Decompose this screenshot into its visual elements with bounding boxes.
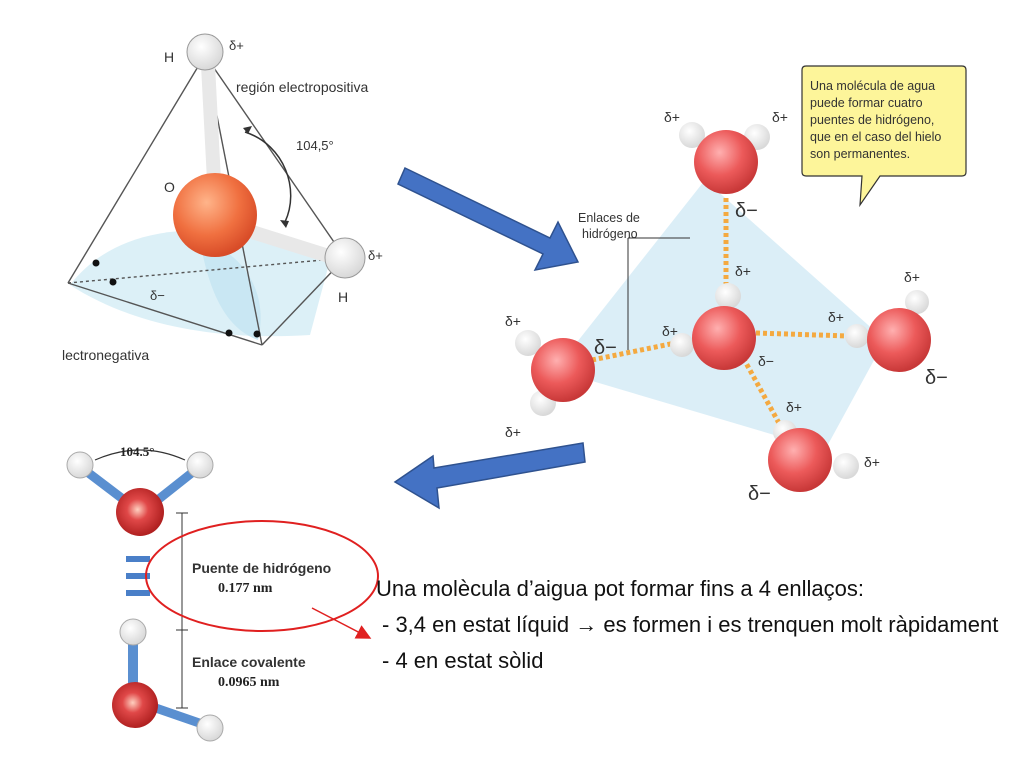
angle-arc [244,131,292,223]
electron-dot [92,259,100,267]
tetrahedron-panel: H δ+ región electropositiva 104,5° O δ+ … [62,33,383,363]
covalent-bond [148,701,207,730]
bond-label: hidrógeno [582,227,638,241]
lone-pair-lobe [70,230,330,337]
hydrogen-atom [66,451,94,479]
delta-plus-label: δ+ [864,454,880,470]
dimension-line [176,512,188,709]
label-oxygen: O [164,179,175,195]
delta-minus-label: δ− [735,200,758,222]
oxygen-atom [173,173,257,257]
hbond-value: 0.177 nm [218,581,273,596]
callout-line: puede formar cuatro [810,96,923,110]
delta-plus-label: δ+ [664,109,680,125]
label-h-top: H [164,49,174,65]
callout-line: son permanentes. [810,147,910,161]
label-delta-minus: δ− [150,288,165,303]
electron-dot [253,330,261,338]
oxygen-atom [112,682,158,728]
callout-line: puentes de hidrógeno, [810,113,934,127]
callout-bubble [801,65,967,208]
delta-plus-label: δ+ [828,309,844,325]
arrow-right-down [397,166,580,272]
delta-minus-label: δ− [748,483,771,505]
delta-plus-label: δ+ [505,313,521,329]
label-delta-plus-right: δ+ [368,248,383,263]
water-dimer-panel: 104.5° Puente de hidrógeno 0.177 nm Enla… [66,444,379,742]
label-delta-plus-top: δ+ [229,38,244,53]
ice-cluster-panel: Una molécula de agua puede formar cuatro… [505,65,967,505]
delta-plus-label: δ+ [904,269,920,285]
electron-dot [109,278,117,286]
delta-minus-label: δ− [925,367,948,389]
oxygen-atom [694,130,758,194]
bond-label: Enlaces de [578,211,640,225]
hydrogen-bond-dashes [126,556,150,596]
delta-plus-label: δ+ [735,263,751,279]
hydrogen-atom [196,714,224,742]
hydrogen-atom [515,330,541,356]
hydrogen-atom [833,453,859,479]
delta-plus-label: δ+ [786,399,802,415]
oxygen-atom-center [692,306,756,370]
caption-text: Una molècula d’aigua pot formar fins a 4… [376,574,1016,682]
delta-plus-label: δ+ [505,424,521,440]
oxygen-atom [768,428,832,492]
highlight-ellipse [145,520,379,632]
hydrogen-atom [845,324,869,348]
lone-pair-lobe-2 [200,240,261,340]
delta-minus-label: δ− [594,337,617,359]
dimer-angle-label: 104.5° [120,444,154,459]
callout-line: que en el caso del hielo [810,130,941,144]
hydrogen-atom-top [186,33,224,71]
angle-arc [94,449,186,461]
label-h-right: H [338,289,348,305]
hydrogen-atom [679,122,705,148]
covalent-value: 0.0965 nm [218,675,280,690]
arrow-left-down [393,442,586,510]
oxygen-atom [531,338,595,402]
label-angle: 104,5° [296,138,334,153]
caption-item-liquid-b: es formen i es trenquen molt ràpidament [597,612,999,637]
oxygen-atom [867,308,931,372]
hydrogen-atom [119,618,147,646]
oxygen-atom [116,488,164,536]
angle-arrow-head-bottom [280,220,289,228]
hydrogen-atom-right [324,237,366,279]
electron-dot [225,329,233,337]
delta-minus-label: δ− [758,353,774,369]
hydrogen-atom [670,333,694,357]
caption-intro: Una molècula d’aigua pot formar fins a 4… [376,576,864,601]
label-region-positive: región electropositiva [236,79,369,95]
covalent-title: Enlace covalente [192,654,306,670]
caption-item-solid: - 4 en estat sòlid [382,648,544,673]
angle-arrow-head-top [243,126,252,134]
delta-plus-label: δ+ [772,109,788,125]
callout-line: Una molécula de agua [810,79,935,93]
hydrogen-atom [905,290,929,314]
caption-item-liquid: - 3,4 en estat líquid → es formen i es t… [382,610,1016,640]
hydrogen-atom [186,451,214,479]
hydrogen-atom [715,283,741,309]
label-region-negative: lectronegativa [62,347,149,363]
pointer-arrow [311,607,372,639]
caption-item-liquid-a: - 3,4 en estat líquid [382,612,576,637]
hydrogen-bonds [591,198,849,427]
arrow-right-icon: → [575,612,598,637]
delta-plus-label: δ+ [662,323,678,339]
hbond-title: Puente de hidrógeno [192,560,331,576]
